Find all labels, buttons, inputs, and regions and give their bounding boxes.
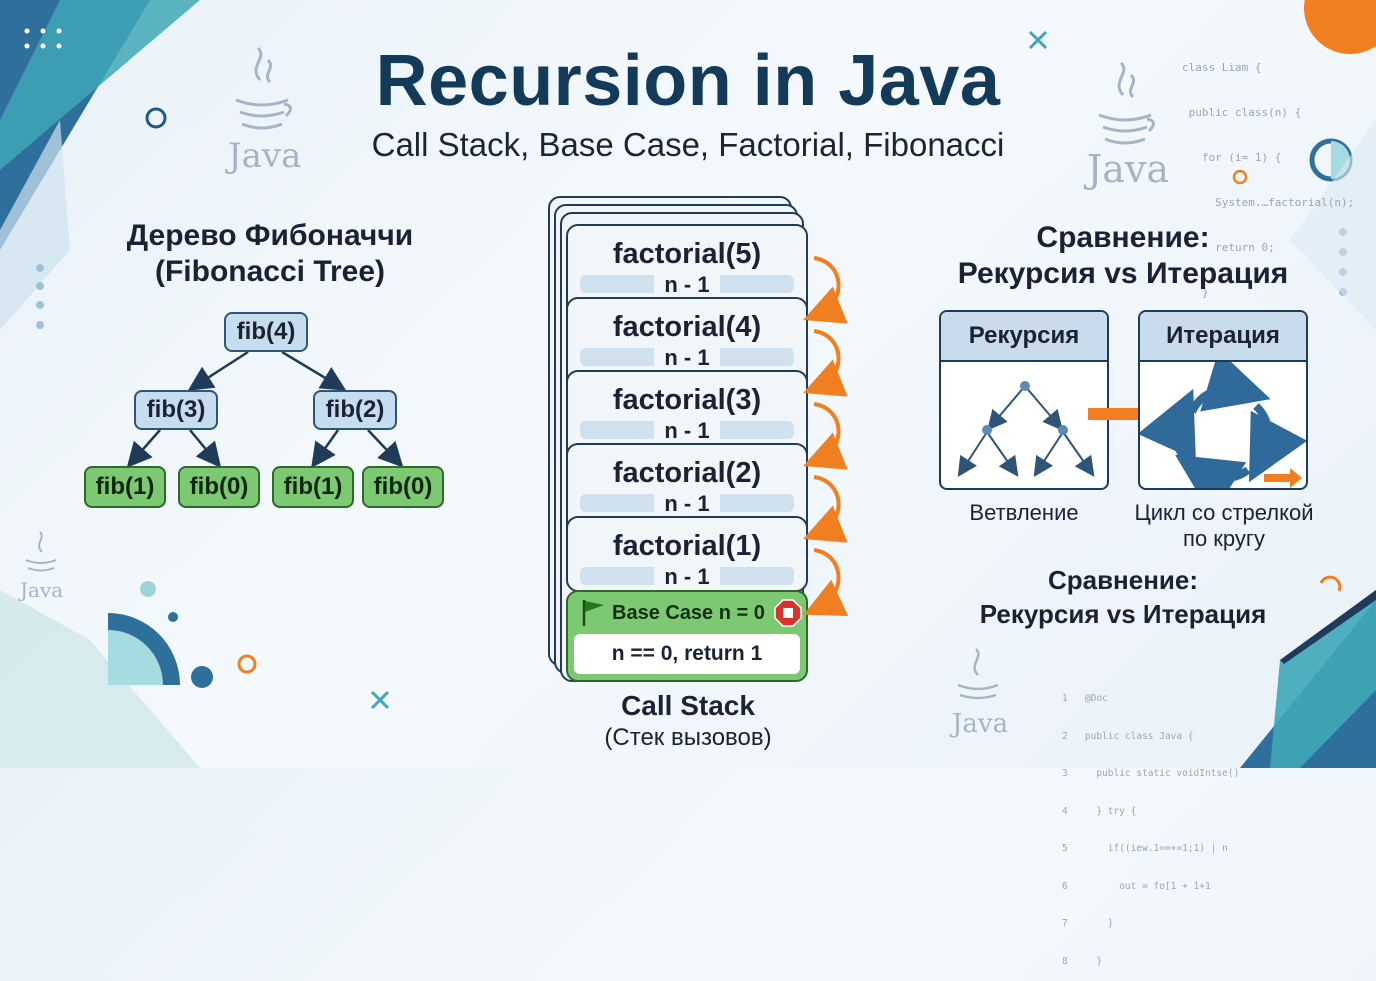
flag-icon: [582, 600, 604, 626]
fib-leaf: fib(0): [178, 466, 260, 508]
background-decor: [0, 0, 1376, 768]
fib-leaf: fib(0): [362, 466, 444, 508]
base-case-return: n == 0, return 1: [574, 634, 800, 674]
base-case-label: Base Case n = 0: [612, 602, 765, 624]
fibonacci-title: Дерево Фибоначчи (Fibonacci Tree): [126, 219, 414, 288]
fib-leaf: fib(1): [272, 466, 354, 508]
iteration-label: Итерация: [1140, 312, 1306, 362]
java-logo-icon: Java: [948, 645, 1008, 745]
java-logo-icon: Java: [222, 40, 302, 180]
iteration-caption: Цикл со стрелкой по кругу: [1134, 500, 1314, 551]
recursion-label: Рекурсия: [941, 312, 1107, 362]
code-snippet: class Liam { public class(n) { for (i= 1…: [1182, 61, 1355, 344]
java-logo-icon: Java: [1085, 55, 1169, 195]
fib-node-root: fib(4): [224, 312, 308, 352]
base-case-block: Base Case n = 0 n == 0, return 1: [566, 590, 808, 682]
page-title: Recursion in Java: [375, 41, 1001, 121]
tree-branch-icon: [957, 381, 1095, 478]
comparison-title-repeat: Сравнение: Рекурсия vs Итерация: [979, 565, 1267, 629]
cycle-arrows-icon: [1140, 350, 1306, 488]
fib-node-left: fib(3): [134, 390, 218, 430]
stack-frame: factorial(1) n - 1: [566, 516, 808, 592]
call-stack-caption-ru: (Стек вызовов): [604, 724, 772, 751]
code-snippet: 1 @Doc 2 public class Java { 3 public st…: [1062, 693, 1240, 967]
page-subtitle: Call Stack, Base Case, Factorial, Fibona…: [371, 126, 1005, 163]
stack-frame: factorial(4) n - 1: [566, 297, 808, 393]
iteration-box: Итерация: [1138, 310, 1308, 490]
call-stack-caption: Call Stack: [621, 690, 755, 721]
comparison-title: Сравнение: Рекурсия vs Итерация: [957, 221, 1289, 290]
stop-icon: [774, 599, 802, 627]
curved-arrow-icon: [803, 256, 849, 616]
recursion-box: Рекурсия: [939, 310, 1109, 490]
fibonacci-edges: [126, 350, 404, 469]
fib-node-right: fib(2): [313, 390, 397, 430]
java-logo-icon: Java: [18, 528, 68, 608]
fib-leaf: fib(1): [84, 466, 166, 508]
recursion-caption: Ветвление: [969, 500, 1079, 525]
